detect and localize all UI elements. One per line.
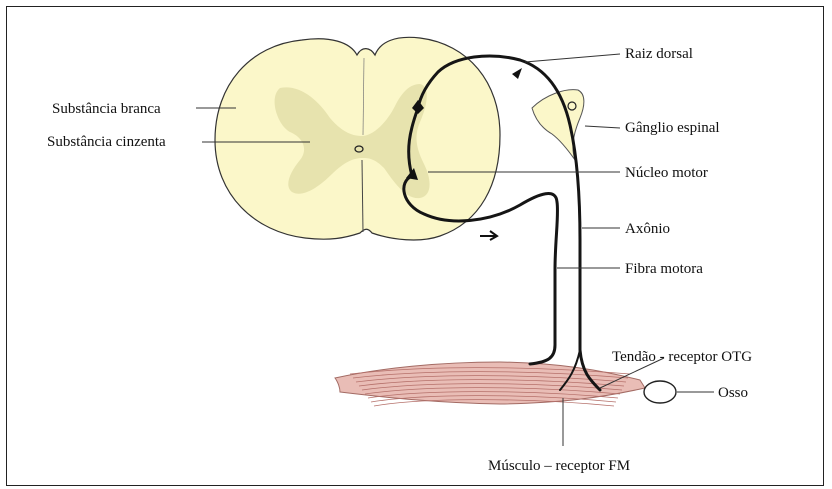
label-muscle-receptor: Músculo – receptor FM [488,458,630,474]
label-axon: Axônio [625,221,670,237]
label-spinal-ganglion: Gânglio espinal [625,120,720,136]
arrow-icon [480,231,497,240]
label-motor-nucleus: Núcleo motor [625,165,708,181]
label-motor-fiber: Fibra motora [625,261,703,277]
label-white-matter: Substância branca [52,101,161,117]
spinal-ganglion-shape [532,90,584,160]
muscle [335,362,645,406]
label-gray-matter: Substância cinzenta [47,134,166,150]
label-bone: Osso [718,385,748,401]
label-tendon-receptor: Tendão - receptor OTG [612,349,752,365]
arrow-icon [512,68,522,79]
label-dorsal-root: Raiz dorsal [625,46,693,62]
bone [644,381,676,403]
